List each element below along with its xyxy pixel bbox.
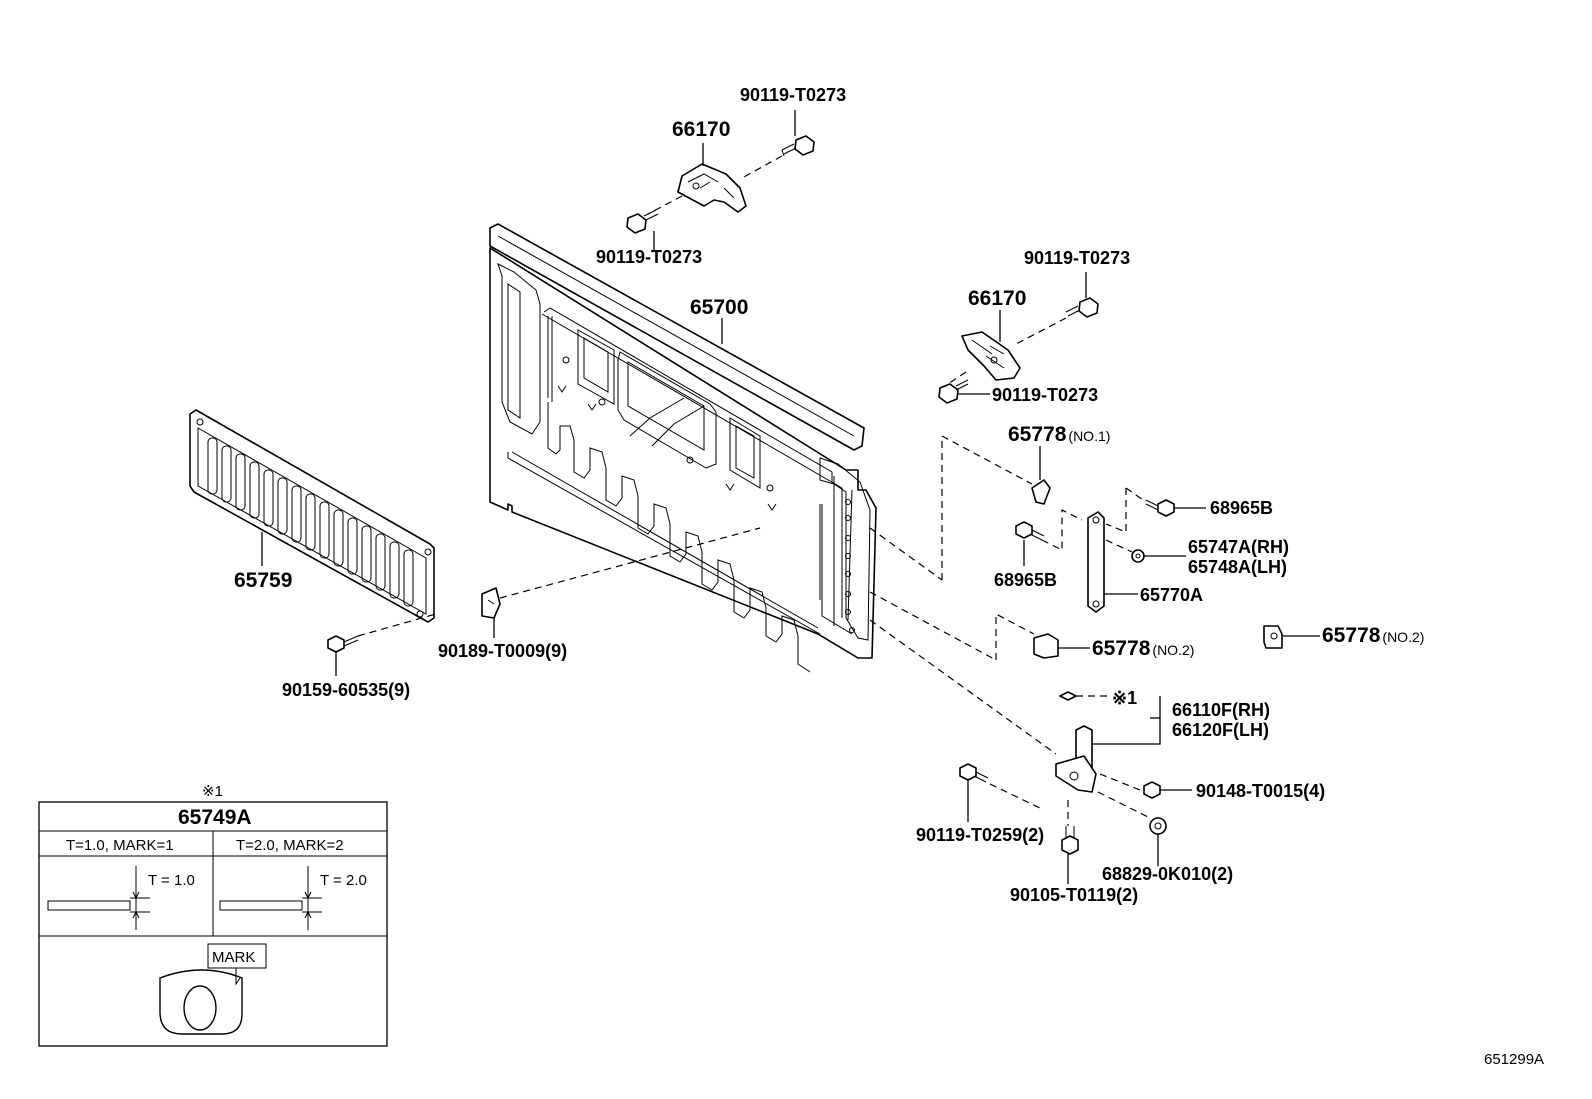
mark-piece <box>1059 691 1077 701</box>
bolt-68965b-right <box>1145 499 1175 517</box>
label-bolt-68965b-right: 68965B <box>1210 498 1273 518</box>
screw-t0015 <box>1143 781 1161 799</box>
label-bolt-top-lower: 90119-T0273 <box>596 247 702 267</box>
stopper-no2-center <box>1033 633 1059 659</box>
label-bolt-68965b-left: 68965B <box>994 570 1057 590</box>
link-65770a <box>1087 511 1105 613</box>
label-bushing-lh: 65748A(LH) <box>1188 557 1287 577</box>
bolt-68965b-left <box>1015 521 1045 541</box>
label-bolt-t0119: 90105-T0119(2) <box>1010 885 1138 905</box>
label-ref-mark: ※1 <box>1112 688 1137 708</box>
detail-part-no: 65749A <box>178 806 252 829</box>
hinge-right-assembly <box>938 272 1099 404</box>
nut-0k010 <box>1149 817 1167 835</box>
detail-plate-2 <box>219 866 322 930</box>
label-bolt-t0259: 90119-T0259(2) <box>916 825 1044 845</box>
cover-slots <box>207 437 414 607</box>
label-bushing-rh: 65747A(RH) <box>1188 537 1289 557</box>
detail-col2-dim: T = 2.0 <box>320 872 367 889</box>
callout-labels: 90119-T0273 66170 90119-T0273 65700 9011… <box>234 85 1544 1068</box>
stopper-no1 <box>1031 479 1051 505</box>
label-screw-t0015: 90148-T0015(4) <box>1196 781 1325 801</box>
label-tailgate-panel: 65700 <box>690 296 748 319</box>
bushing <box>1131 549 1145 563</box>
detail-col2-header: T=2.0, MARK=2 <box>236 837 344 854</box>
hinge-right <box>961 331 1021 381</box>
bolt-right-lower <box>938 379 969 404</box>
label-hinge-rh: 66110F(RH) <box>1172 700 1270 720</box>
hinge-left-assembly <box>626 110 815 250</box>
detail-box: ※1 65749A T=1.0, MARK=1 T=2.0, MARK=2 T … <box>38 783 388 1047</box>
inner-cover <box>189 409 435 623</box>
bolt-right-upper <box>1065 297 1099 318</box>
bolt-top-lower <box>626 209 659 234</box>
detail-plate-1 <box>47 866 150 930</box>
label-stopper-no2-center: 65778(NO.2) <box>1092 637 1194 660</box>
stopper-no2-right <box>1263 625 1283 649</box>
bolt-top-upper <box>781 135 815 157</box>
bolt-t0259 <box>959 763 989 783</box>
label-stopper-no2-right: 65778(NO.2) <box>1322 624 1424 647</box>
detail-col1-header: T=1.0, MARK=1 <box>66 837 174 854</box>
end-holes <box>845 499 855 633</box>
label-stopper-no1: 65778(NO.1) <box>1008 423 1110 446</box>
cover-screw <box>327 635 359 653</box>
label-bolt-right-lower: 90119-T0273 <box>992 385 1098 405</box>
diagram-id: 651299A <box>1484 1051 1544 1068</box>
label-hinge-lh: 66120F(LH) <box>1172 720 1269 740</box>
clip <box>481 587 501 619</box>
detail-ref-mark: ※1 <box>202 783 223 800</box>
label-inner-cover: 65759 <box>234 569 292 592</box>
label-clip: 90189-T0009(9) <box>438 641 567 661</box>
bolt-t0119 <box>1061 826 1079 855</box>
detail-col1-dim: T = 1.0 <box>148 872 195 889</box>
label-bolt-top-upper: 90119-T0273 <box>740 85 846 105</box>
arrow-marks <box>557 356 777 511</box>
label-link: 65770A <box>1140 585 1203 605</box>
detail-mark-label: MARK <box>212 949 255 966</box>
label-hinge-right: 66170 <box>968 287 1026 310</box>
detail-mark-shape <box>159 943 267 1035</box>
label-nut-0k010: 68829-0K010(2) <box>1102 864 1233 884</box>
lower-hinge <box>1055 725 1097 793</box>
label-cover-screw: 90159-60535(9) <box>282 680 410 700</box>
hinge-left <box>677 163 747 213</box>
tailgate-panel <box>489 223 877 673</box>
label-hinge-left: 66170 <box>672 118 730 141</box>
label-bolt-right-upper: 90119-T0273 <box>1024 248 1130 268</box>
